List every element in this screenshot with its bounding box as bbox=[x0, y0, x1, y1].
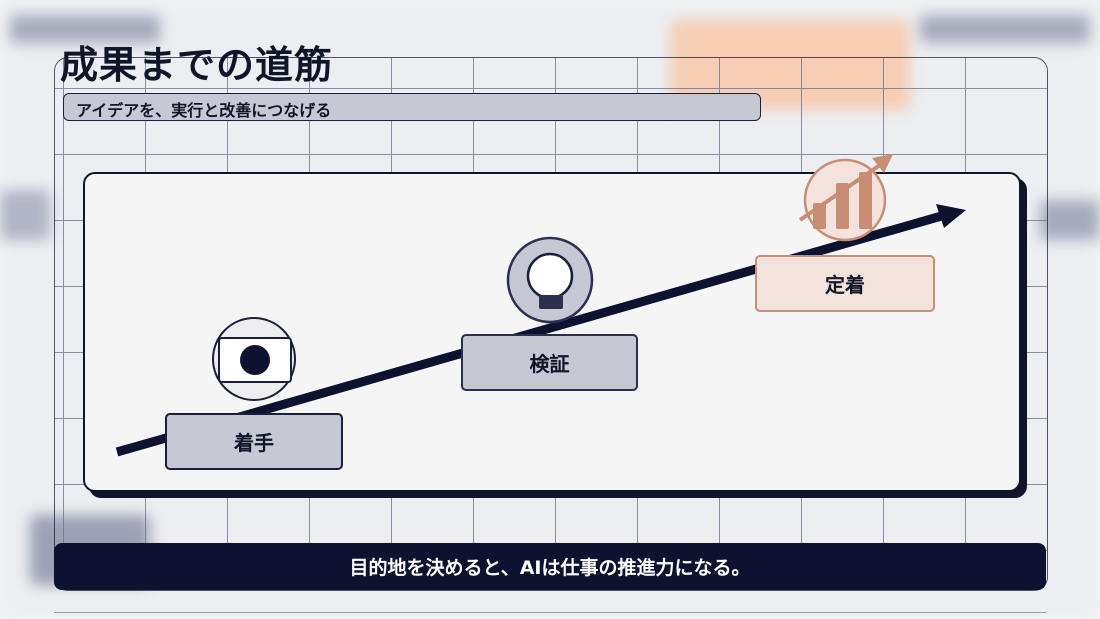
step-start-box: 着手 bbox=[165, 413, 343, 470]
bottom-divider bbox=[54, 612, 1046, 613]
lightbulb-icon bbox=[506, 236, 594, 324]
footer-message-bar: 目的地を決めると、AIは仕事の推進力になる。 bbox=[54, 543, 1046, 590]
footer-message: 目的地を決めると、AIは仕事の推進力になる。 bbox=[349, 557, 751, 579]
subtitle-bar: アイデアを、実行と改善につなげる bbox=[63, 93, 761, 121]
progress-arrow bbox=[115, 204, 966, 457]
step-settle-box: 定着 bbox=[755, 255, 935, 312]
page-title: 成果までの道筋 bbox=[60, 43, 334, 87]
target-icon bbox=[212, 317, 296, 401]
growth-chart-icon bbox=[798, 154, 893, 242]
step-verify-box: 検証 bbox=[461, 334, 638, 391]
